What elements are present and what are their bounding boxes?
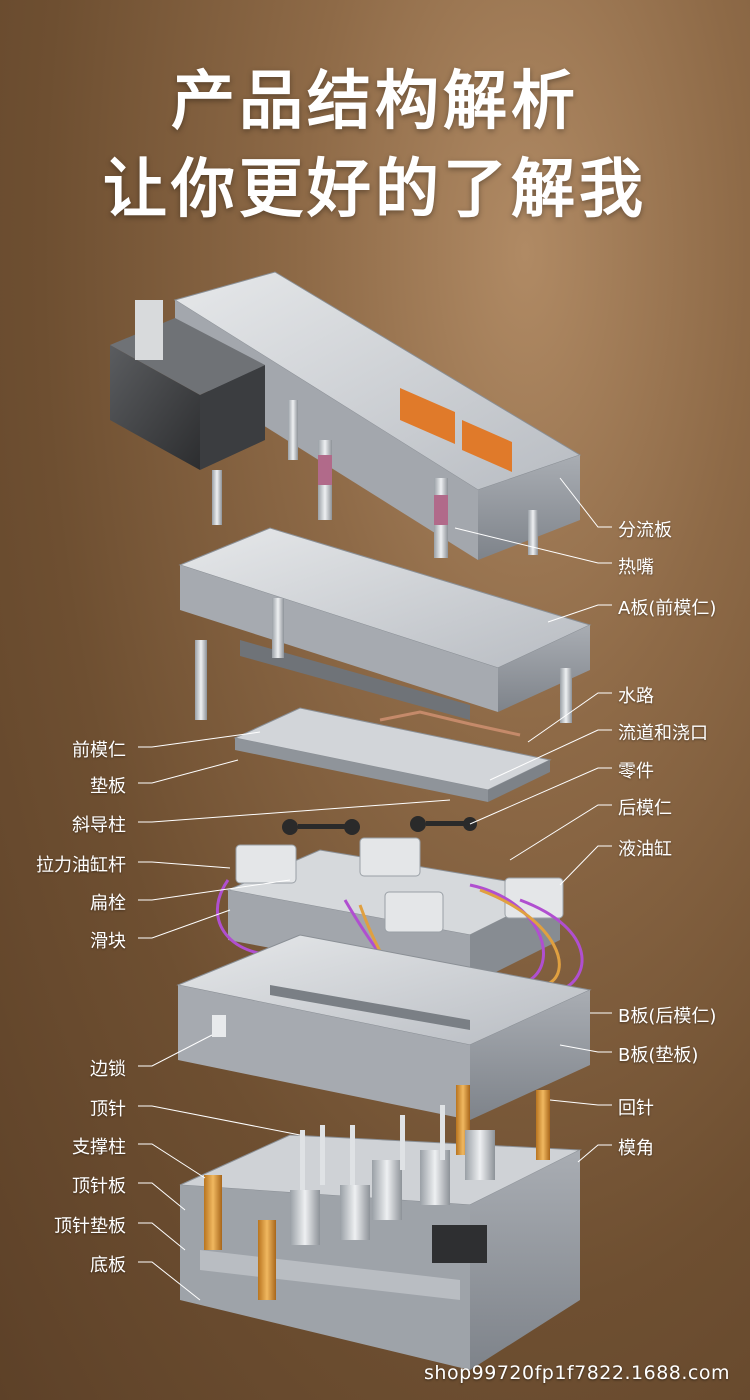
label-rear-core: 后模仁 <box>618 798 672 819</box>
return-pin <box>536 1090 550 1160</box>
page-title: 产品结构解析 <box>171 65 579 139</box>
page-subtitle: 让你更好的了解我 <box>103 153 647 227</box>
label-hydraulic-cylinder: 液油缸 <box>618 839 672 860</box>
label-b-plate-core: B板(后模仁) <box>618 1006 717 1027</box>
ejector-sleeve <box>290 1190 320 1245</box>
label-water-line: 水路 <box>618 686 654 707</box>
hydraulic-block <box>432 1225 487 1263</box>
label-b-plate-backing: B板(垫板) <box>618 1045 699 1066</box>
label-manifold-plate: 分流板 <box>618 520 672 541</box>
front-cavity-insert <box>233 707 552 802</box>
label-ejector-plate: 顶针板 <box>72 1176 126 1197</box>
b-plate <box>176 934 592 1120</box>
label-return-pin: 回针 <box>618 1098 654 1119</box>
warning-label <box>462 420 512 472</box>
label-backing-plate: 垫板 <box>90 776 126 797</box>
support-pillar <box>204 1175 222 1250</box>
ejector-base-assembly <box>179 1085 582 1370</box>
label-part: 零件 <box>618 761 654 782</box>
hydraulic-cylinder <box>235 844 297 884</box>
manifold-plate <box>110 271 582 560</box>
hydraulic-cylinder <box>384 891 444 933</box>
leader-lines-right <box>454 477 612 1163</box>
label-front-core: 前模仁 <box>72 740 126 761</box>
label-a-plate: A板(前模仁) <box>618 598 717 619</box>
label-hot-nozzle: 热嘴 <box>618 557 654 578</box>
a-plate <box>178 527 592 723</box>
support-pillar <box>258 1220 276 1300</box>
label-cylinder-rod: 拉力油缸杆 <box>36 855 126 876</box>
leader-lines-left <box>138 731 451 1301</box>
shop-watermark: shop99720fp1f7822.1688.com <box>424 1362 730 1384</box>
molded-parts <box>282 816 477 835</box>
side-lock <box>212 1015 226 1037</box>
label-flat-bolt: 扁栓 <box>90 893 126 914</box>
label-side-lock: 边锁 <box>90 1059 126 1080</box>
label-support-pillar: 支撑柱 <box>72 1137 126 1158</box>
hydraulic-cylinder <box>359 837 421 877</box>
label-runner-gate: 流道和浇口 <box>618 723 708 744</box>
warning-label <box>400 388 455 444</box>
label-ejector-pin: 顶针 <box>90 1099 126 1120</box>
label-ejector-backing-plate: 顶针垫板 <box>54 1216 126 1237</box>
label-angle-pin: 斜导柱 <box>72 815 126 836</box>
cable-connector <box>135 300 163 360</box>
label-base-plate: 底板 <box>90 1255 126 1276</box>
hydraulic-cylinder <box>504 877 564 919</box>
label-mold-corner: 模角 <box>618 1138 654 1159</box>
label-slide: 滑块 <box>90 931 126 952</box>
